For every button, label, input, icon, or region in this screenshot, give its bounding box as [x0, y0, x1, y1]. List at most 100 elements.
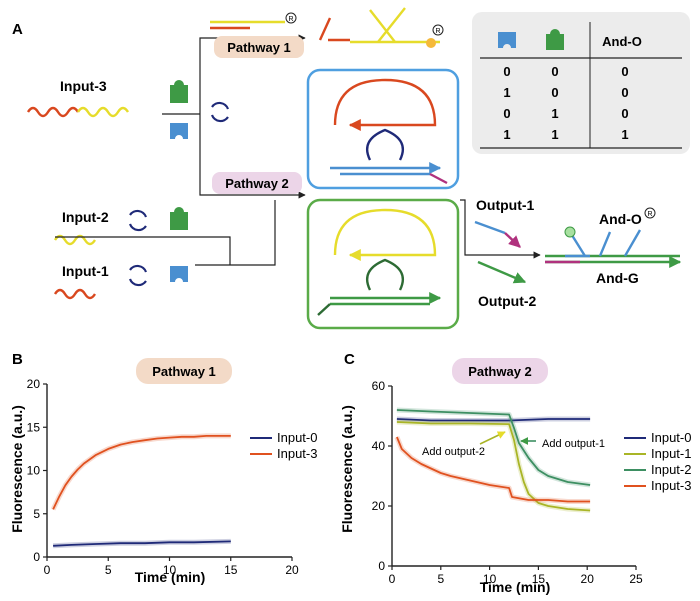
- panel-c-letter: C: [344, 351, 355, 368]
- table-rows: 0 0 0 1 0 0 0 1 0 1 1 1: [503, 64, 628, 142]
- input1-line: [195, 200, 276, 266]
- x-tick-label: 5: [437, 572, 444, 586]
- quencher-icon: [564, 226, 576, 238]
- table-cell: 0: [621, 64, 628, 79]
- green-lock-icon-2: [170, 207, 188, 230]
- annot-add-output2-arrow: [479, 431, 506, 445]
- table-cell: 0: [621, 106, 628, 121]
- input3-yellow-wave: [76, 106, 130, 118]
- input3-label: Input-3: [60, 78, 107, 94]
- series-line: [396, 436, 591, 503]
- table-cell: 1: [621, 127, 628, 142]
- series-line: [52, 434, 231, 510]
- blue-lock-icon: [170, 123, 188, 139]
- fluor-symbol-3: [644, 207, 656, 219]
- table-cell: 0: [551, 85, 558, 100]
- table-blue-icon: [498, 32, 516, 48]
- pathway2-pill: [212, 172, 302, 194]
- fluor-symbol-3-text: R: [647, 211, 652, 218]
- and-g-label: And-G: [596, 270, 639, 286]
- x-tick-label: 0: [389, 572, 396, 586]
- blue-lock-icon-2: [170, 266, 188, 282]
- panel-b-xlabel: Time (min): [135, 569, 206, 585]
- input1-label: Input-1: [62, 263, 109, 279]
- x-tick-label: 10: [163, 563, 177, 577]
- panel-c-pill: [452, 358, 548, 384]
- table-cell: 1: [551, 106, 558, 121]
- branch-to-pathway2: [199, 114, 306, 199]
- pathway1-pill: [214, 36, 304, 58]
- series-line: [396, 418, 591, 422]
- fluor-symbol-1-text: R: [288, 16, 293, 23]
- green-gate-yellow-hairpin: [333, 208, 437, 261]
- glow-icon: [426, 38, 436, 48]
- fluor-symbol-1: [285, 12, 297, 24]
- x-tick-label: 20: [581, 572, 595, 586]
- table-cell: 0: [551, 64, 558, 79]
- x-tick-label: 0: [44, 563, 51, 577]
- panel-c-ylabel: Fluorescence (a.u.): [339, 405, 355, 533]
- annot-add-output2: Add output-2: [422, 446, 485, 458]
- blue-gate-magenta-tail: [429, 172, 448, 185]
- p1-product-yellow-x: [369, 7, 406, 43]
- legend-entry: Input-3: [277, 446, 317, 461]
- x-tick-label: 20: [285, 563, 299, 577]
- y-tick-label: 15: [27, 420, 41, 434]
- output2-green-strand: [477, 260, 527, 284]
- series-line: [396, 409, 591, 486]
- output2-label: Output-2: [478, 293, 537, 309]
- panel-b-letter: B: [12, 351, 23, 368]
- input1-red-wave: [53, 288, 97, 300]
- y-tick-label: 0: [378, 559, 385, 573]
- and-o-y-shape: [568, 229, 642, 257]
- y-tick-label: 40: [372, 439, 386, 453]
- table-header-and-o: And-O: [602, 34, 642, 49]
- y-tick-label: 20: [372, 499, 386, 513]
- table-cell: 0: [503, 64, 510, 79]
- series-band: [50, 433, 231, 511]
- and-o-label: And-O: [599, 211, 642, 227]
- panel-b-pill: [136, 358, 232, 384]
- fluor-symbol-2: [432, 24, 444, 36]
- cycle-icon-2: [128, 209, 148, 232]
- output1-magenta-strand: [504, 232, 521, 248]
- series-line: [53, 540, 231, 547]
- green-lock-icon: [170, 80, 188, 103]
- table-cell: 0: [503, 106, 510, 121]
- panel-c-pill-label: Pathway 2: [468, 364, 532, 379]
- series-line: [396, 421, 591, 512]
- pathway2-label: Pathway 2: [225, 176, 289, 191]
- green-gate-box: [306, 198, 460, 330]
- table-cell: 1: [551, 127, 558, 142]
- truth-table-bg: [472, 12, 690, 154]
- cycle-icon-3: [128, 264, 148, 287]
- blue-gate-navy-loop: [365, 128, 405, 161]
- x-tick-label: 15: [532, 572, 546, 586]
- table-green-icon: [546, 29, 564, 50]
- legend-entry: Input-2: [651, 462, 691, 477]
- green-gate-tail: [317, 303, 331, 316]
- boxes-to-output-line: [460, 199, 541, 259]
- legend-entry: Input-3: [651, 478, 691, 493]
- legend-entry: Input-1: [651, 446, 691, 461]
- p1-product-red: [318, 17, 350, 42]
- y-tick-label: 5: [33, 507, 40, 521]
- panel-c-xlabel: Time (min): [480, 579, 551, 595]
- input2-label: Input-2: [62, 209, 109, 225]
- table-cell: 1: [503, 127, 510, 142]
- fluor-symbol-2-text: R: [435, 28, 440, 35]
- blue-gate-box: [306, 68, 460, 190]
- blue-gate-red-hairpin: [333, 78, 437, 131]
- annot-add-output1: Add output-1: [542, 438, 605, 450]
- panel-b-ylabel: Fluorescence (a.u.): [9, 405, 25, 533]
- y-tick-label: 20: [27, 377, 41, 391]
- x-tick-label: 15: [224, 563, 238, 577]
- x-tick-label: 5: [105, 563, 112, 577]
- legend-entry: Input-0: [277, 430, 317, 445]
- panel-b-pill-label: Pathway 1: [152, 364, 216, 379]
- input2-line: [55, 236, 231, 265]
- pathway1-label: Pathway 1: [227, 40, 291, 55]
